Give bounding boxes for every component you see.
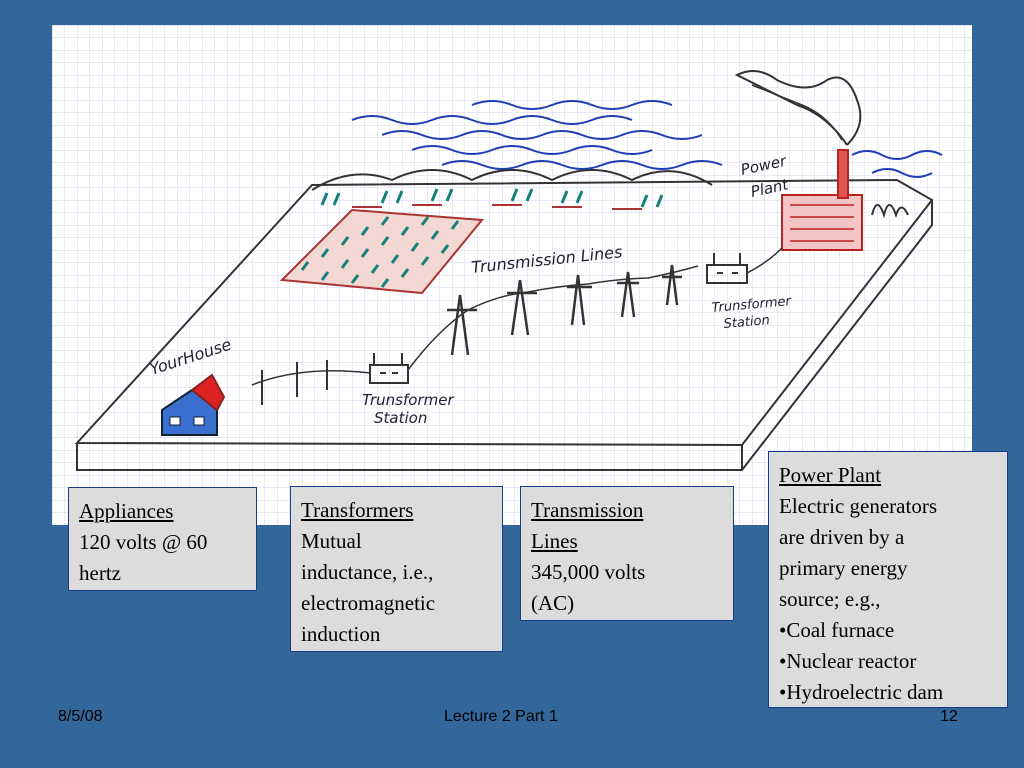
transformers-title: Transformers [301,498,414,522]
power-plant-bullet: •Hydroelectric dam [779,680,944,704]
transformers-box: Transformers Mutual inductance, i.e., el… [290,486,503,652]
power-plant-box: Power Plant Electric generators are driv… [768,451,1008,708]
power-plant-title: Power Plant [779,463,882,487]
appliances-box: Appliances 120 volts @ 60 hertz [68,487,257,591]
transformer-station-left-label-1: Trunsformer [362,391,454,409]
power-plant-line: primary energy [779,556,908,580]
power-grid-sketch: YourHouse Trunsmission Lines Trunsformer… [52,25,972,525]
transmission-title: Transmission [531,498,644,522]
tree-row [320,188,664,208]
transmission-line: 345,000 volts [531,560,646,584]
power-plant-line: are driven by a [779,525,905,549]
footer-date: 8/5/08 [58,708,103,725]
power-plant-bullet: •Nuclear reactor [779,649,917,673]
transformer-station-right [706,253,748,284]
transmission-lines-box: Transmission Lines 345,000 volts (AC) [520,486,734,621]
transmission-title-2: Lines [531,529,578,553]
power-plant-line: Electric generators [779,494,937,518]
farm-field [279,208,484,295]
appliances-title: Appliances [79,499,174,523]
transformers-line: Mutual [301,529,362,553]
transformers-line: inductance, i.e., [301,560,434,584]
transformer-station-right-label-1: Trunsformer [711,294,793,316]
transmission-line: (AC) [531,591,575,615]
transformer-station-left-label-2: Station [374,409,427,427]
your-house-drawing [161,373,226,436]
smoke-scribble [734,70,862,146]
sky-scribbles [351,100,943,178]
hills [311,169,713,191]
appliances-line: hertz [79,561,121,585]
power-plant-line: source; e.g., [779,587,881,611]
transmission-wires [407,247,783,371]
transformer-station-right-label-2: Station [723,313,770,332]
power-plant-bullet: •Coal furnace [779,618,895,642]
transformer-station-left [369,353,409,384]
transformers-line: electromagnetic [301,591,436,615]
power-plant-building [781,149,909,251]
transformers-line: induction [301,622,381,646]
ground-platform [74,178,934,471]
footer-page-number: 12 [940,708,958,725]
appliances-line: 120 volts @ 60 [79,530,208,554]
footer-title: Lecture 2 Part 1 [444,708,558,725]
